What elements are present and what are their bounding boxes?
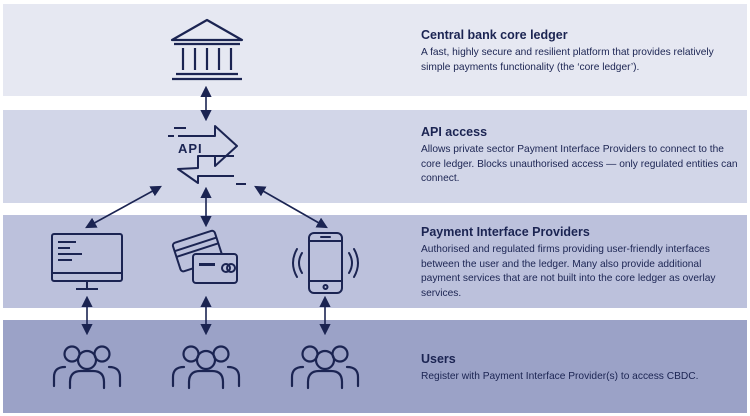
user-group-icon [52,345,122,390]
user-group-icon [290,345,360,390]
api-label: API [178,141,203,156]
user-group-icon [171,345,241,390]
api-phone-arrow [254,185,328,229]
layer-band-users [3,320,747,413]
layer-title: Users [421,352,456,366]
layer-title: Payment Interface Providers [421,225,590,239]
layer-description: Allows private sector Payment Interface … [421,144,738,184]
layer-text-api-access: API access Allows private sector Payment… [421,125,739,187]
layer-description: Register with Payment Interface Provider… [421,371,699,382]
layer-title: API access [421,125,488,139]
api-computer-arrow [85,185,162,229]
layer-description: A fast, highly secure and resilient plat… [421,47,714,73]
api-exchange-icon: API [168,125,246,185]
mobile-phone-icon [292,232,359,294]
layer-text-users: Users Register with Payment Interface Pr… [421,352,739,385]
bank-building-icon [170,18,244,81]
payment-cards-icon [171,229,238,284]
layer-text-core-ledger: Central bank core ledger A fast, highly … [421,28,739,75]
layer-band-payment-interface-providers [3,215,747,308]
computer-monitor-icon [51,233,123,290]
layer-title: Central bank core ledger [421,28,568,42]
layer-text-payment-interface-providers: Payment Interface Providers Authorised a… [421,225,739,301]
layer-band-core-ledger [3,4,747,96]
layer-description: Authorised and regulated firms providing… [421,244,716,299]
